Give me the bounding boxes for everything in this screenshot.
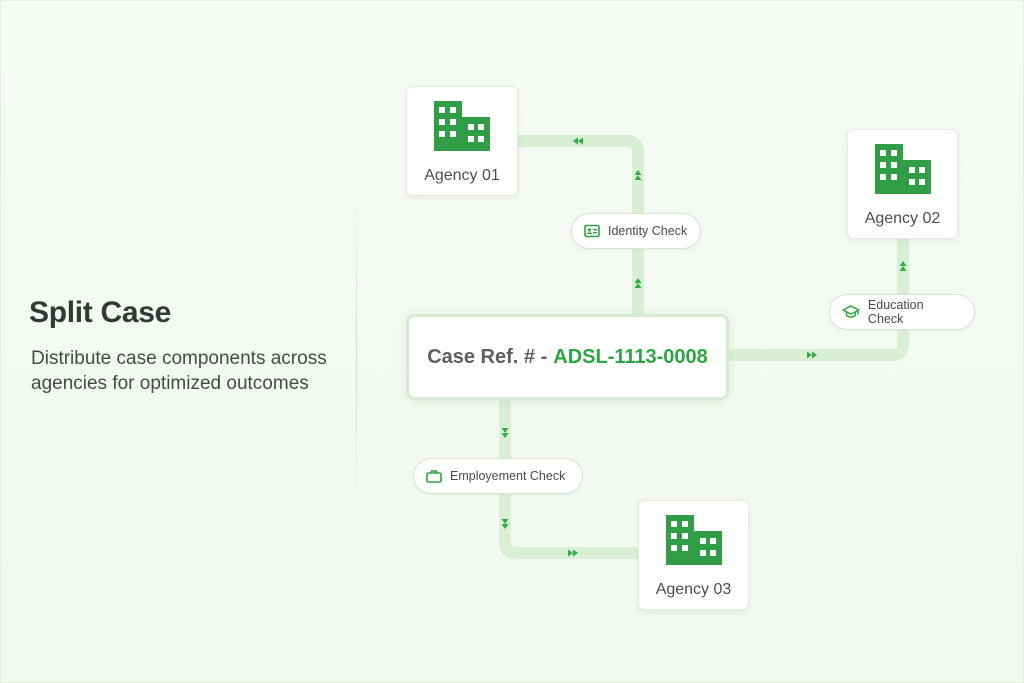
pill-label: Identity Check	[608, 224, 688, 238]
arrow-down-employment-upper	[501, 428, 509, 438]
pill-label: Education Check	[867, 298, 924, 326]
arrow-up-education	[899, 261, 907, 271]
agency-label: Agency 03	[655, 581, 732, 598]
briefcase-icon	[426, 470, 442, 483]
hero-description: Distribute case components across agenci…	[31, 348, 327, 394]
connector-agency-01	[512, 135, 644, 322]
agency-card-01[interactable]: Agency 01	[406, 86, 518, 196]
agency-card-03[interactable]: Agency 03	[638, 500, 749, 610]
case-ref-prefix: Case Ref. # -	[427, 345, 548, 368]
education-check-pill[interactable]: Education Check	[829, 294, 975, 330]
agency-card-02[interactable]: Agency 02	[847, 129, 958, 239]
building-icon	[665, 515, 722, 565]
pill-label: Employement Check	[450, 469, 566, 483]
arrow-down-employment-lower	[501, 519, 509, 529]
arrow-left-agency-01	[573, 137, 583, 145]
case-ref-number: ADSL-1113-0008	[553, 345, 708, 368]
graduation-cap-icon	[842, 305, 860, 318]
arrow-right-education	[807, 351, 817, 359]
employment-check-pill[interactable]: Employement Check	[413, 458, 583, 494]
arrow-right-agency-03	[568, 549, 578, 557]
arrow-up-identity-lower	[634, 278, 642, 288]
hero-title: Split Case	[29, 296, 172, 329]
building-icon	[434, 101, 490, 151]
connector-agency-03	[499, 394, 646, 559]
identity-check-pill[interactable]: Identity Check	[571, 213, 701, 249]
case-reference-card[interactable]: Case Ref. # - ADSL-1113-0008	[406, 314, 729, 400]
id-card-icon	[584, 224, 600, 238]
arrow-up-identity-upper	[634, 170, 642, 180]
agency-label: Agency 02	[864, 210, 941, 227]
section-divider	[356, 190, 357, 520]
agency-label: Agency 01	[424, 167, 500, 184]
connector-agency-02	[723, 234, 909, 361]
building-icon	[874, 144, 931, 194]
